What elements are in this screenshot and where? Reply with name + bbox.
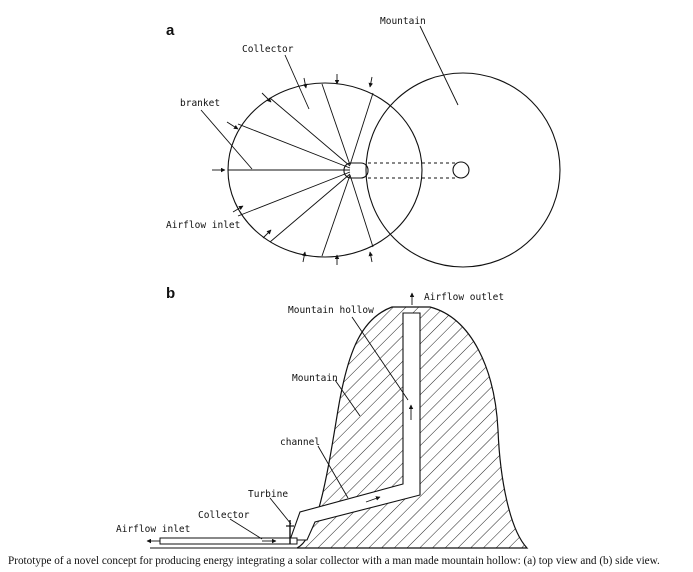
mountain-leader bbox=[419, 25, 459, 106]
panel-b-label: b bbox=[166, 285, 175, 302]
outlet-label: Airflow outlet bbox=[424, 292, 504, 303]
mountain-circle bbox=[365, 72, 561, 268]
mountain-hollow-shaft bbox=[289, 312, 421, 541]
collector-label-b: Collector bbox=[198, 510, 250, 521]
hollow-label: Mountain hollow bbox=[288, 305, 374, 316]
channel-arrow bbox=[365, 496, 381, 503]
mountain-leader-b bbox=[334, 379, 361, 417]
collector-leader bbox=[284, 54, 310, 110]
hollow-leader bbox=[351, 316, 409, 401]
panel-a: a bbox=[166, 16, 561, 268]
mountain-label-b: Mountain bbox=[292, 373, 338, 384]
panel-b: b Airflow outlet Mountain hollow Mountai… bbox=[116, 285, 529, 549]
channel-label: channel bbox=[280, 437, 320, 448]
ground-collector bbox=[159, 537, 298, 545]
inflow-arrows bbox=[212, 74, 374, 265]
inlet-label-b: Airflow inlet bbox=[116, 524, 190, 535]
collector-leader-b bbox=[229, 518, 263, 540]
figure-caption: Prototype of a novel concept for produci… bbox=[8, 555, 660, 567]
panel-a-label: a bbox=[166, 22, 175, 39]
turbine-label: Turbine bbox=[248, 489, 288, 500]
channel-leader bbox=[317, 445, 349, 499]
turbine-leader bbox=[269, 497, 292, 525]
collector-label: Collector bbox=[242, 44, 294, 55]
mountain-label: Mountain bbox=[380, 16, 426, 27]
mountain-shaft-circle bbox=[452, 161, 470, 179]
bracket-label: branket bbox=[180, 98, 220, 109]
collector-brackets bbox=[228, 83, 374, 257]
collector-hub bbox=[343, 162, 369, 179]
inlet-label-a: Airflow inlet bbox=[166, 220, 240, 231]
bracket-leader bbox=[200, 109, 253, 170]
figure-diagram: a bbox=[116, 16, 561, 549]
